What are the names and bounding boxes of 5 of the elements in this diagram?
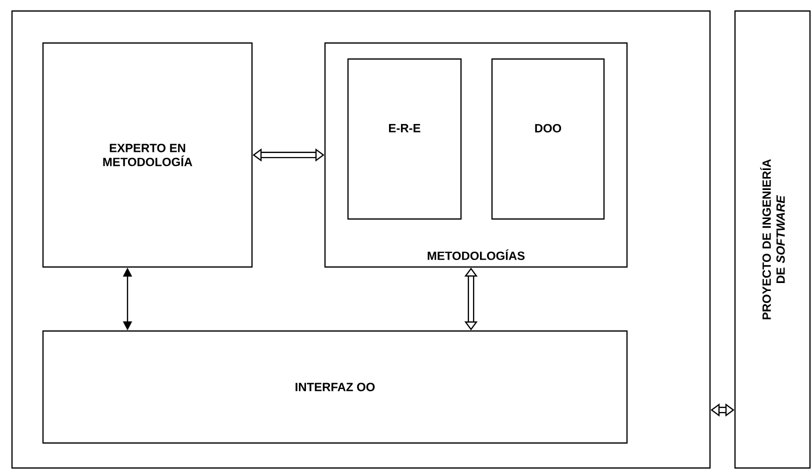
- process-box: EXPERTO EN METODOLOGÍA: [42, 42, 253, 268]
- method-box: DOO: [491, 58, 605, 220]
- method-box: E-R-E: [347, 58, 462, 220]
- interface-box: INTERFAZ OO: [42, 330, 628, 444]
- outer-box: [11, 10, 711, 469]
